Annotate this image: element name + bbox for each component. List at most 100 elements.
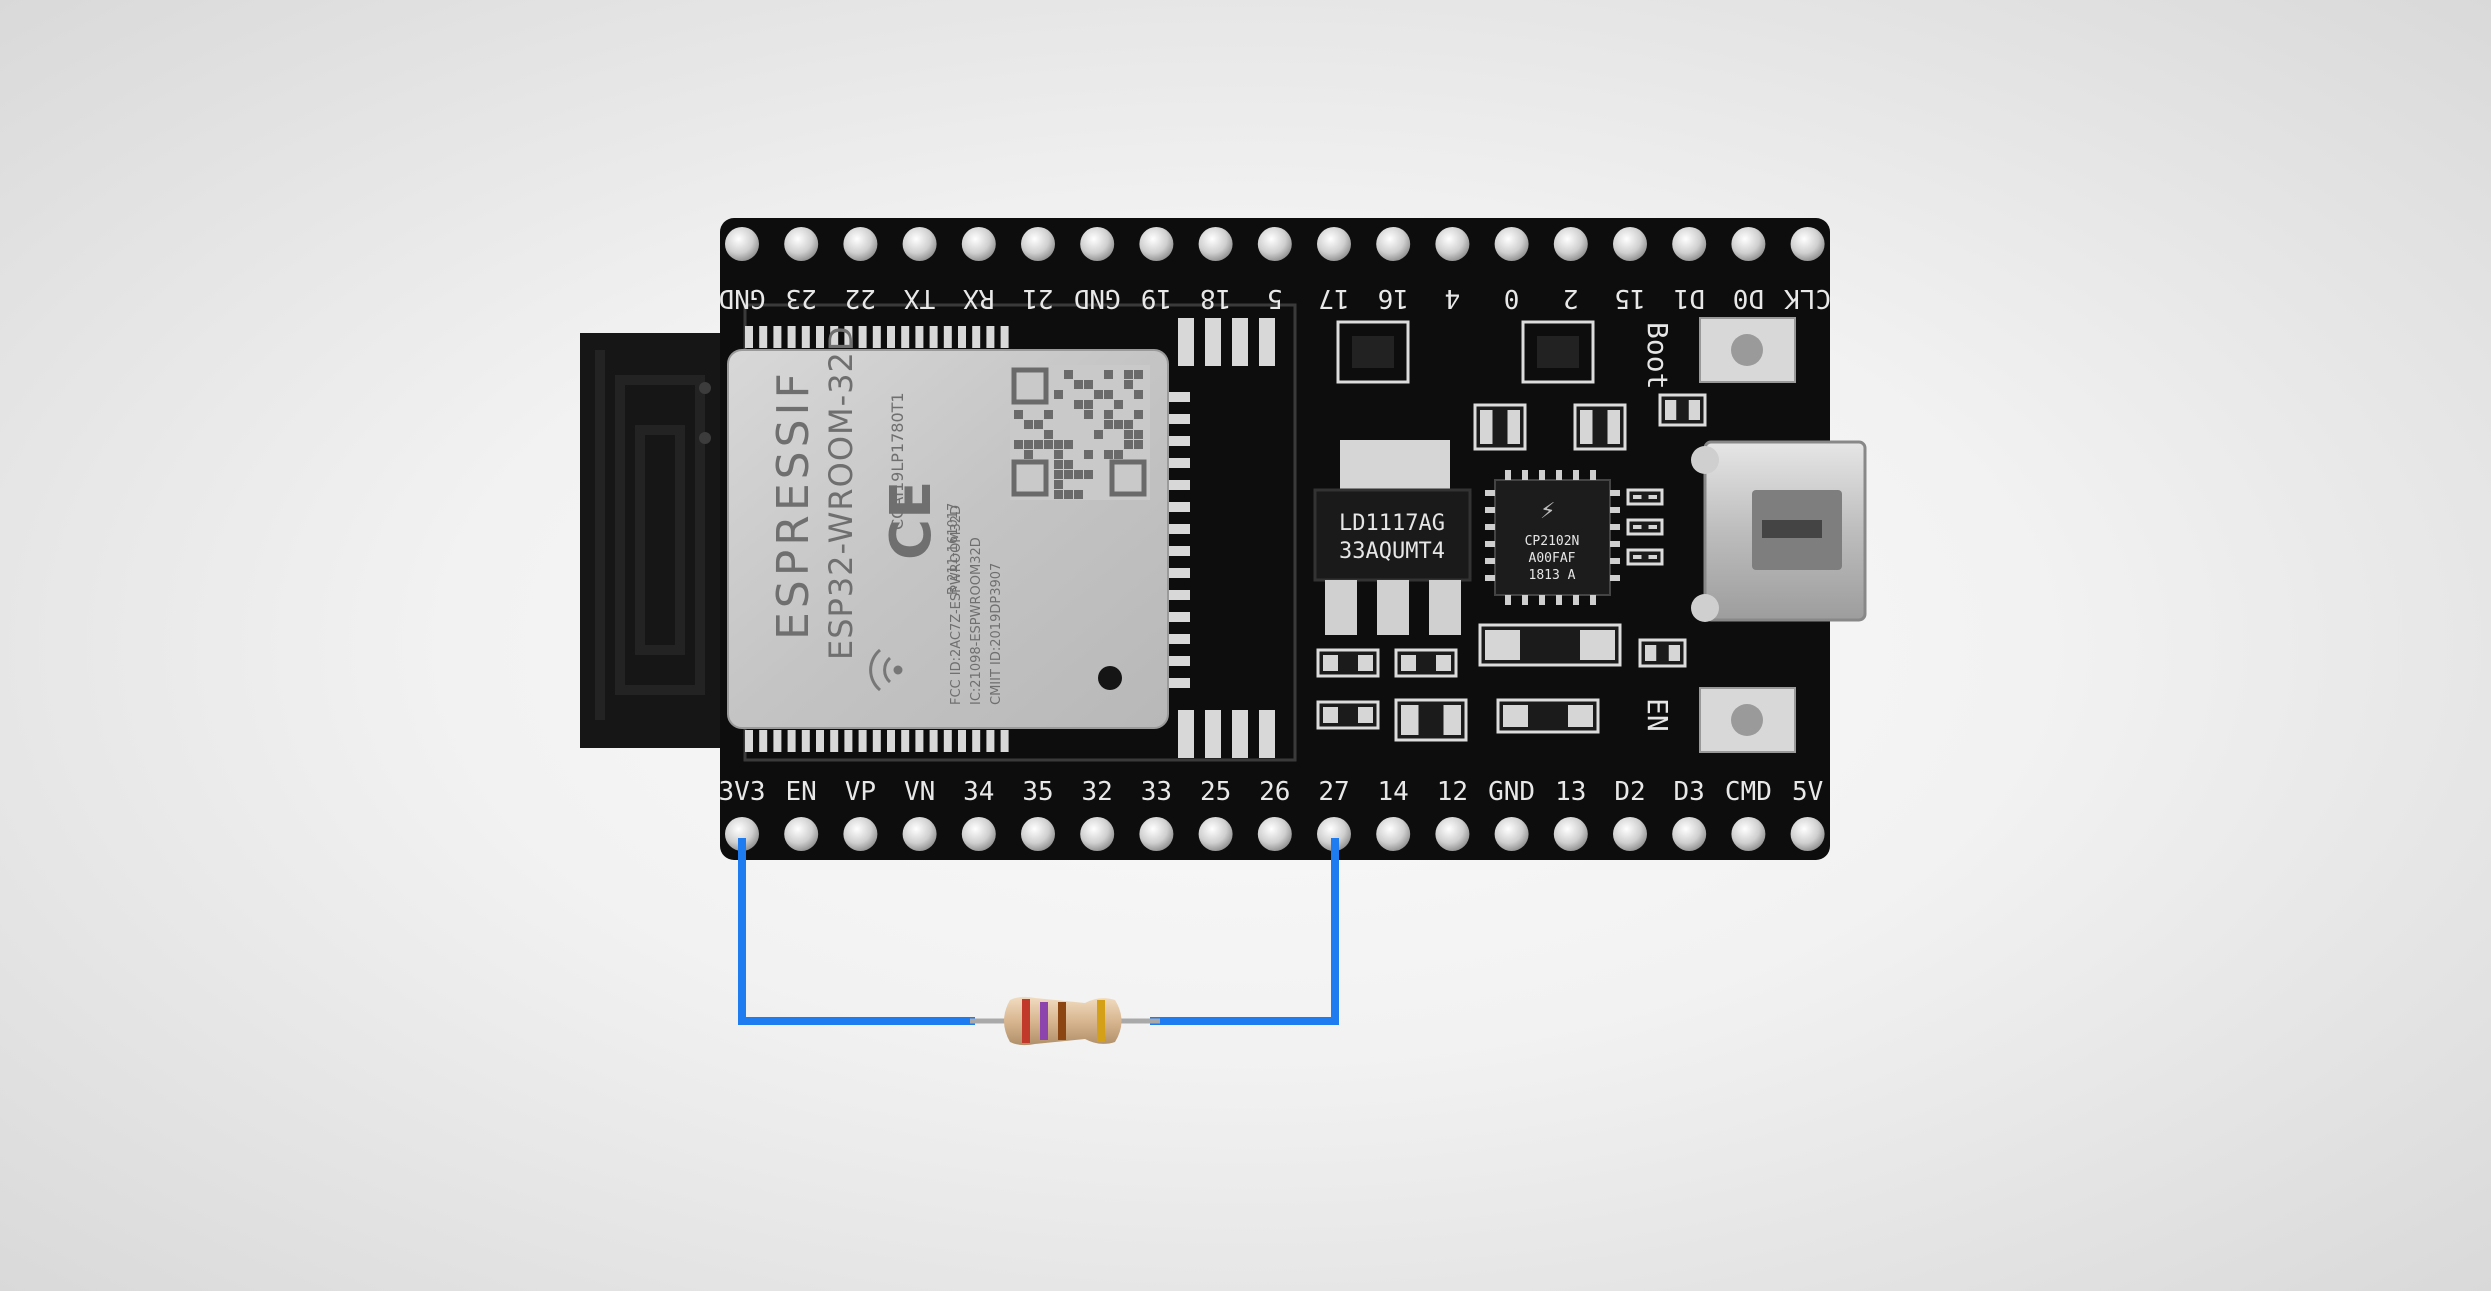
usb-serial-chip [1485, 470, 1620, 605]
usb-chip-line2: A00FAF [1529, 551, 1576, 566]
pin-label: 25 [1200, 777, 1231, 807]
regulator-line1: LD1117AG [1339, 511, 1445, 536]
en-button[interactable] [1699, 687, 1796, 753]
header-pin [1080, 817, 1115, 851]
header-pin [1257, 227, 1292, 261]
pin-label: 2 [1563, 283, 1579, 313]
pin-label: D2 [1614, 777, 1645, 807]
pin-label: 21 [1022, 283, 1053, 313]
pin-label: D1 [1674, 283, 1705, 313]
module-brand: ESPRESSIF [768, 369, 819, 640]
pin-label: 12 [1437, 777, 1468, 807]
bottom-header-pins [725, 817, 1825, 851]
pin-label: 13 [1555, 777, 1586, 807]
header-pin [961, 817, 996, 851]
header-pin [784, 817, 819, 851]
pin-label: GND [1074, 283, 1121, 313]
header-pin [1613, 817, 1647, 851]
header-pin [902, 817, 937, 851]
pin-label: 17 [1318, 283, 1349, 313]
chip-logo-icon: ⚡ [1540, 499, 1555, 524]
pin-label: VN [904, 777, 935, 807]
pin-label: GND [719, 283, 766, 313]
header-pin [725, 227, 759, 261]
ce-mark: CE [879, 481, 944, 560]
header-pin [1435, 227, 1470, 261]
antenna [580, 333, 740, 748]
transistor [1521, 320, 1595, 384]
header-pin [1494, 227, 1529, 261]
pin-label: 14 [1378, 777, 1409, 807]
header-pin [902, 227, 937, 261]
pin-label: D3 [1674, 777, 1705, 807]
pin-label: 26 [1259, 777, 1290, 807]
pin-label: 16 [1378, 283, 1409, 313]
module-model: ESP32-WROOM-32D [822, 325, 860, 660]
header-pin [1435, 817, 1470, 851]
header-pin [1021, 227, 1055, 261]
header-pin [1613, 227, 1647, 261]
header-pin [1257, 817, 1292, 851]
header-pin [961, 227, 996, 261]
boot-label: Boot [1641, 322, 1674, 389]
pin-label: 15 [1614, 283, 1645, 313]
regulator-line2: 33AQUMT4 [1339, 539, 1445, 564]
usb-chip-line1: CP2102N [1525, 534, 1580, 549]
pin-label: D0 [1733, 283, 1764, 313]
pin-label: 35 [1022, 777, 1053, 807]
header-pin [1672, 817, 1707, 851]
antenna-dot [699, 382, 711, 394]
pin-label: 22 [845, 283, 876, 313]
pin-label: 32 [1082, 777, 1113, 807]
header-pin [843, 817, 878, 851]
header-pin [725, 817, 759, 851]
pin-label: 33 [1141, 777, 1172, 807]
header-pin [1553, 817, 1588, 851]
ic-text: IC:21098-ESPWROOM32D [969, 537, 984, 705]
header-pin [1198, 227, 1233, 261]
pin-label: 5 [1267, 283, 1283, 313]
header-pin [1376, 227, 1411, 261]
boot-button[interactable] [1699, 317, 1796, 383]
header-pin [1317, 817, 1351, 851]
pin-label: VP [845, 777, 876, 807]
usb-chip-line3: 1813 A [1529, 568, 1576, 583]
pin-label: 18 [1200, 283, 1231, 313]
en-label: EN [1641, 698, 1674, 732]
antenna-trace [595, 350, 705, 720]
micro-usb-connector [1691, 440, 1867, 622]
header-pin [1553, 227, 1588, 261]
resistor-band-3 [1058, 1002, 1066, 1040]
header-pin [1376, 817, 1411, 851]
header-pin [1198, 817, 1233, 851]
qr-code [1010, 365, 1150, 500]
resistor-band-2 [1040, 1002, 1048, 1040]
resistor [970, 996, 1160, 1046]
approval-text: CCAI19LP1780T1 [888, 392, 907, 530]
pin-label: 23 [786, 283, 817, 313]
antenna-dot [699, 432, 711, 444]
pin-label: 34 [963, 777, 994, 807]
header-pin [1021, 817, 1055, 851]
cmiit-text: CMIIT ID:2019DP3907 [989, 563, 1004, 705]
resistor-band-1 [1022, 999, 1030, 1043]
wire-3v3-to-27 [738, 838, 975, 1025]
header-pin [1731, 817, 1766, 851]
header-pin [1139, 227, 1174, 261]
header-pin [1790, 227, 1825, 261]
header-pin [1494, 817, 1529, 851]
header-pin [1672, 227, 1707, 261]
pin-label: 5V [1792, 777, 1823, 807]
transistor [1336, 320, 1410, 384]
header-pin [1790, 817, 1825, 851]
header-pin [784, 227, 819, 261]
pin-label: EN [786, 777, 817, 807]
top-header-pins [725, 227, 1825, 261]
voltage-regulator [1313, 440, 1472, 635]
wifi-logo-icon [869, 648, 903, 692]
passive-components [1316, 393, 1707, 742]
pin-label: RX [963, 283, 995, 313]
